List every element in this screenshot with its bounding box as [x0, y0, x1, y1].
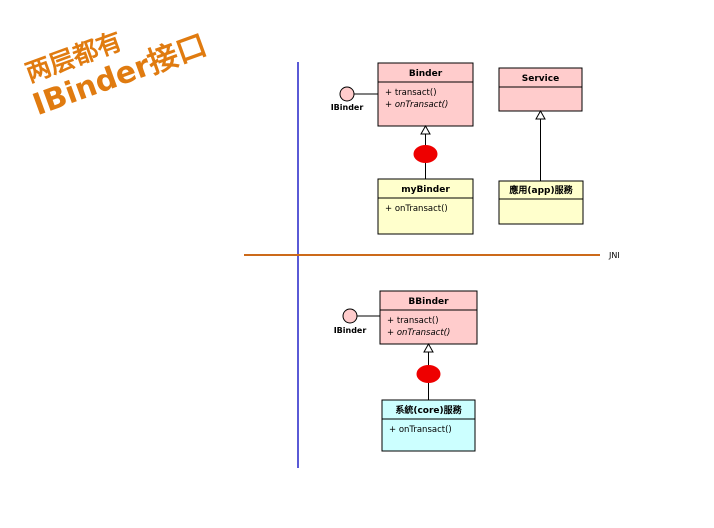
- service-class: Service: [498, 67, 583, 112]
- ibinder-interface-lower: IBinder: [334, 308, 380, 335]
- mybinder-class: myBinder + onTransact(): [377, 178, 474, 235]
- core-service-op-ontransact: + onTransact(): [389, 425, 452, 435]
- core-service-class: 系統(core)服務 + onTransact(): [381, 399, 476, 452]
- ibinder-interface-upper: IBinder: [331, 86, 378, 112]
- inheritance-app-service: [535, 109, 546, 181]
- interface-circle-icon: [342, 308, 358, 324]
- binder-op-transact: + transact(): [385, 88, 437, 98]
- mybinder-class-name: myBinder: [401, 185, 450, 195]
- interface-circle-icon: [339, 86, 355, 102]
- bbinder-op-ontransact: + onTransact(): [387, 328, 450, 338]
- bbinder-class: BBinder + transact() + onTransact(): [379, 290, 478, 345]
- red-marker-lower: [416, 365, 441, 383]
- inheritance-core-bbinder: [416, 342, 441, 400]
- ibinder-label-upper: IBinder: [331, 103, 364, 112]
- inheritance-mybinder-binder: [413, 124, 438, 179]
- core-service-class-name: 系統(core)服務: [395, 404, 462, 416]
- app-service-class: 應用(app)服務: [498, 180, 584, 225]
- red-marker-upper: [413, 145, 438, 163]
- bbinder-op-transact: + transact(): [387, 316, 439, 326]
- binder-op-ontransact: + onTransact(): [385, 100, 448, 110]
- ibinder-label-lower: IBinder: [334, 326, 367, 335]
- app-service-class-name: 應用(app)服務: [509, 184, 573, 196]
- binder-class-name: Binder: [409, 69, 443, 79]
- service-class-name: Service: [522, 74, 559, 84]
- mybinder-op-ontransact: + onTransact(): [385, 204, 448, 214]
- jni-label: JNI: [608, 251, 620, 260]
- binder-class: Binder + transact() + onTransact(): [377, 62, 474, 127]
- bbinder-class-name: BBinder: [408, 297, 449, 307]
